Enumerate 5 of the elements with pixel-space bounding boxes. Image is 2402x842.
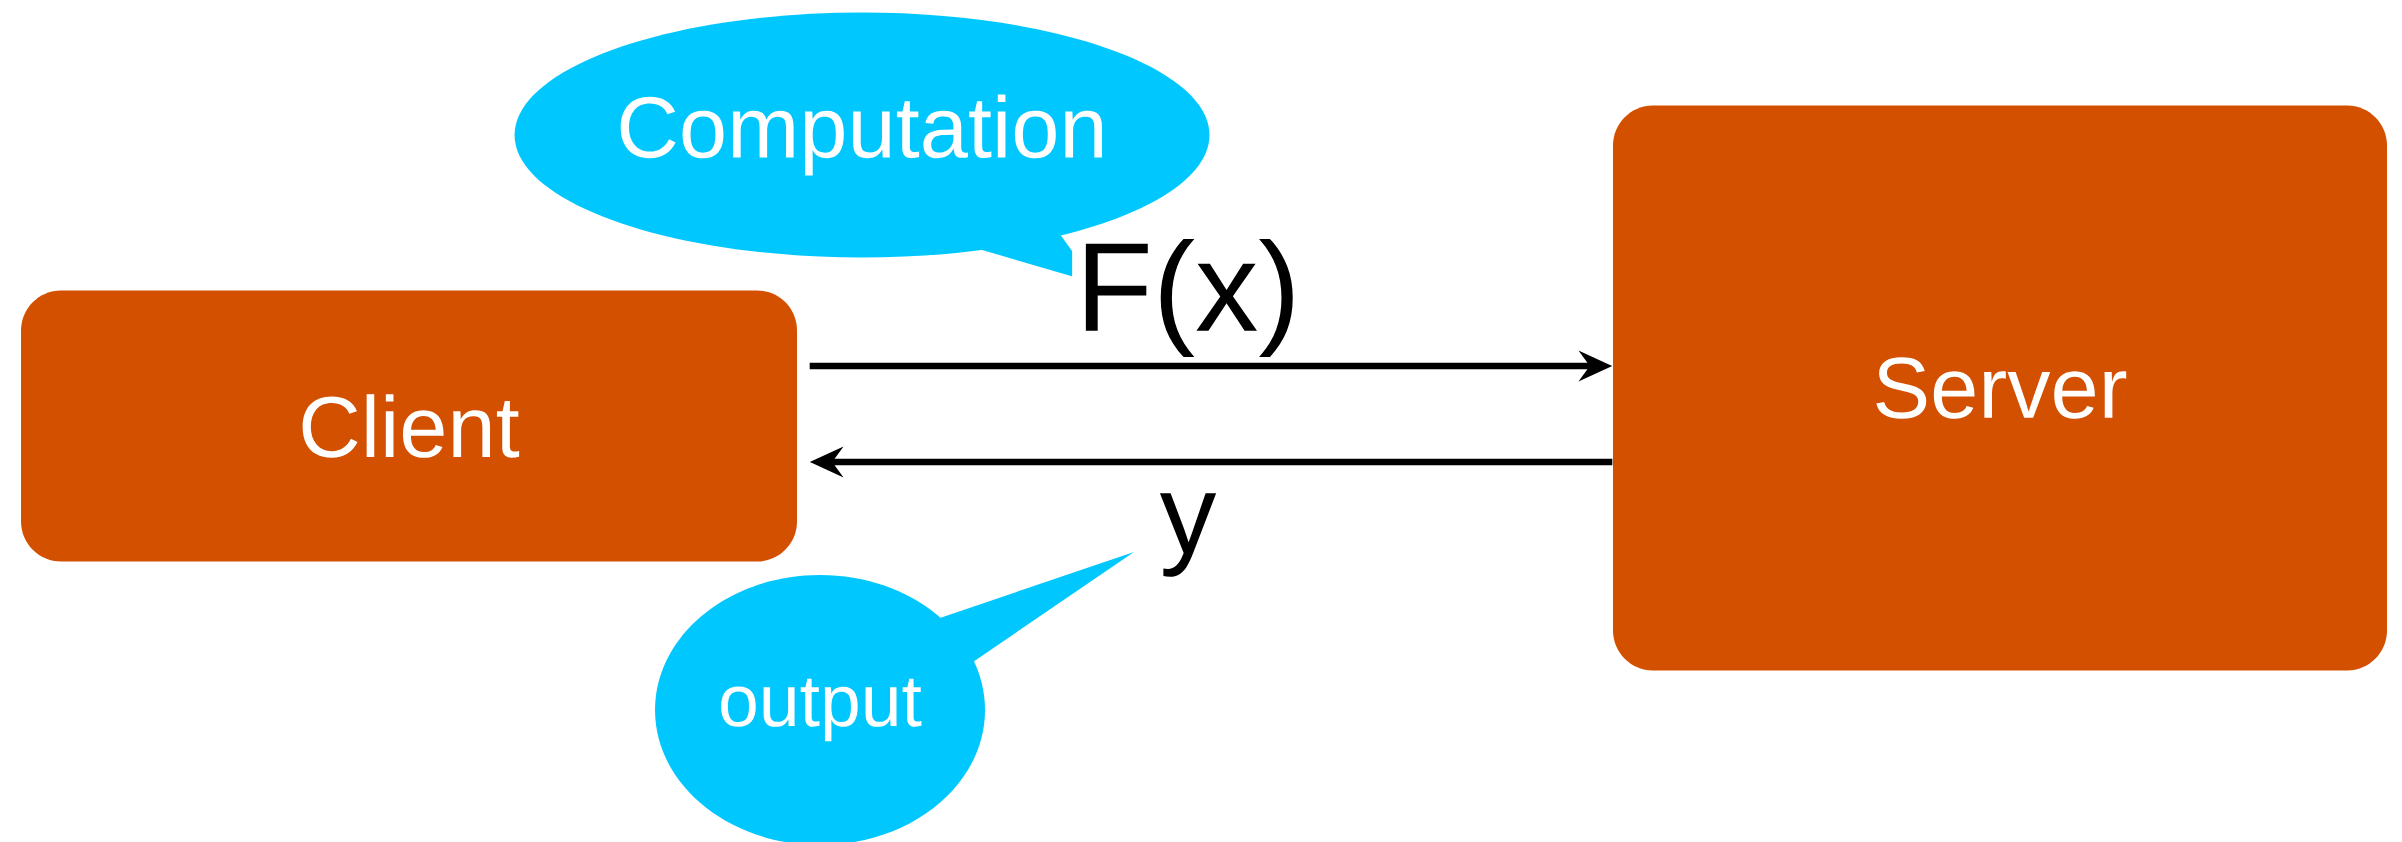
- edge-label: y: [1156, 489, 1220, 581]
- process-box: Client: [21, 290, 797, 562]
- edge-label: F(x): [1072, 235, 1304, 361]
- speech-bubble: output: [655, 552, 1134, 842]
- process-box: Server: [1613, 105, 2387, 671]
